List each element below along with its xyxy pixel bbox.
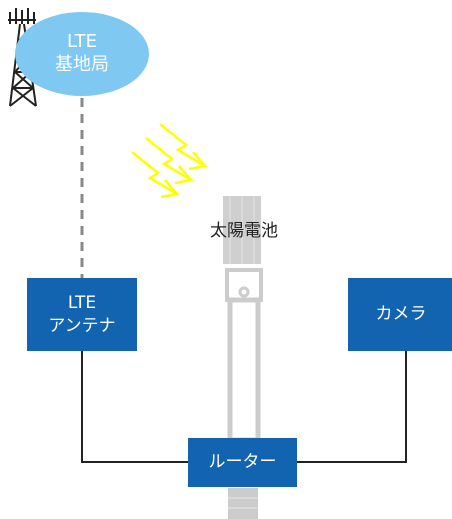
base-station-label-line1: LTE — [67, 31, 97, 52]
pole-icon — [223, 196, 263, 519]
lte-antenna-label-line2: アンテナ — [48, 315, 116, 336]
router-label: ルーター — [208, 452, 277, 473]
lte-antenna-label-line1: LTE — [67, 293, 97, 314]
camera-label: カメラ — [375, 304, 427, 325]
lte-antenna-box: LTE アンテナ — [27, 278, 137, 351]
camera-box: カメラ — [348, 278, 452, 351]
solar-panel-label: 太陽電池 — [210, 221, 278, 241]
router-box: ルーター — [188, 438, 297, 487]
base-station-label: LTE 基地局 — [32, 31, 132, 76]
base-station-label-line2: 基地局 — [55, 53, 109, 75]
wire-antenna-router — [81, 351, 188, 463]
lte-antenna-label: LTE アンテナ — [48, 292, 115, 336]
wire-router-camera — [297, 351, 407, 463]
base-station-cloud — [15, 12, 149, 96]
sunlight-rays-icon — [131, 123, 208, 199]
